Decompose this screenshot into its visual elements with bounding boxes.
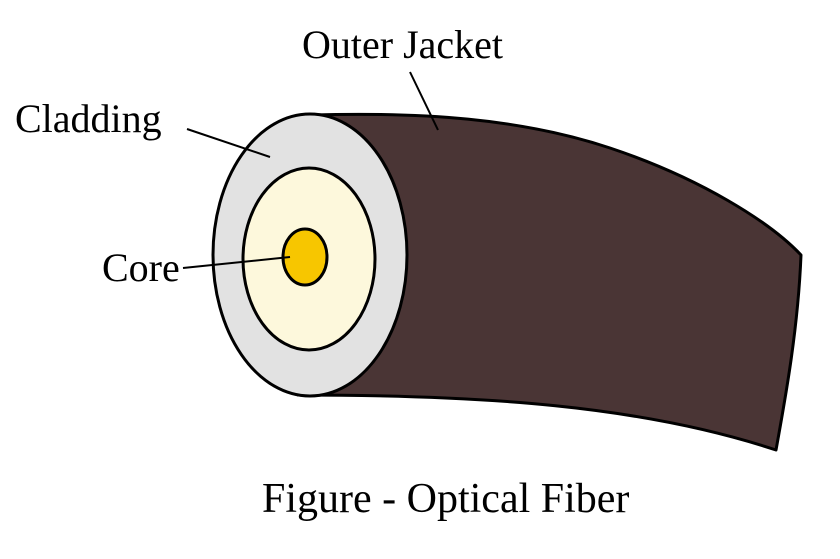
- outer-jacket-leader: [409, 71, 439, 131]
- outer-jacket-shape: [296, 112, 803, 452]
- outer-jacket-label: Outer Jacket: [302, 22, 503, 67]
- core-leader: [182, 256, 291, 269]
- cladding-leader: [186, 128, 271, 158]
- figure-caption: Figure - Optical Fiber: [262, 476, 629, 522]
- core-label: Core: [102, 245, 180, 290]
- cladding-label: Cladding: [15, 96, 162, 141]
